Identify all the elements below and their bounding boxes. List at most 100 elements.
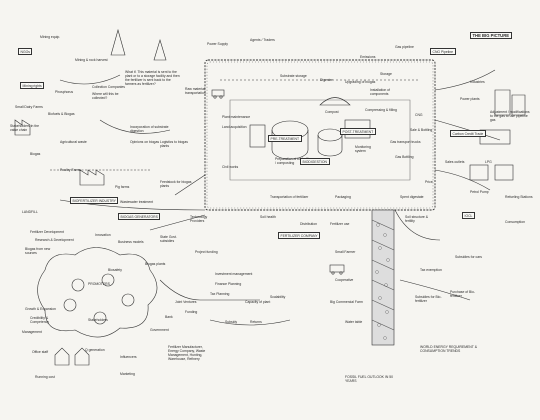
ministries-label: Fertilizer Manufacturer, Energy Company,…: [168, 345, 206, 361]
running-cost-label: Running cost: [35, 375, 55, 379]
subsidies-car-label: Subsidies for cars: [455, 255, 482, 259]
compost-label: Compost: [325, 110, 339, 114]
power-plant-label: Power plants: [460, 97, 480, 101]
collection-label: Collection Companies: [92, 85, 125, 89]
big-farmer-label: Big Commercial Farm: [330, 300, 363, 304]
fertilizer-dev-label: Fertilizer Development: [30, 230, 64, 234]
tax-label: Tax Planning: [210, 292, 230, 296]
incorporation-label: Incorporation of substrate digestion: [130, 125, 169, 133]
producers-label: BIOGAS GENERATORS: [118, 213, 161, 220]
gas-bottling-label: Gas Bottling: [395, 155, 414, 159]
spent-digestate-label: Spent digestate: [400, 195, 424, 199]
mining-rights-label: Mining rights: [20, 82, 45, 89]
small-dairy-label: Small Dairy Farms: [15, 105, 43, 109]
finance-label: Finance Planning: [215, 282, 242, 286]
distribution-label: Distribution: [300, 222, 317, 226]
emissions-label: Emissions: [360, 55, 376, 59]
government-label: Government: [150, 328, 169, 332]
returns-label: Returns: [250, 320, 262, 324]
installation-label: Installation of components: [370, 88, 390, 96]
petrol-pump-label: Petrol Pump: [470, 190, 489, 194]
digester-label: Digester: [320, 78, 333, 82]
ioc-label: IOCL: [462, 212, 475, 219]
innovation-label: Innovation: [95, 233, 111, 237]
state-govt-label: State Govt. subsidies: [160, 235, 177, 243]
research-label: Research & Development: [35, 238, 74, 242]
phosphorus-label: Phosphorus: [55, 90, 74, 94]
promoters-cloud: [37, 247, 158, 338]
gas-pipeline-label: Gas pipeline: [395, 45, 414, 49]
growth-label: Growth & Expansion: [25, 307, 56, 311]
influencers-label: Influencers: [120, 355, 137, 359]
world-energy-outlook: WORLD ENERGY REQUIREMENT & CONSUMPTION T…: [420, 345, 477, 353]
wastewater-label: Wastewater treatment: [120, 200, 154, 204]
collection-question: Where will this be collected?: [92, 92, 119, 100]
feedstock-label: Feedstock for biogas plants: [160, 180, 192, 188]
stakeholder-circle-label: Stakeholders: [88, 318, 108, 322]
compressing-label: Compressing & filling: [365, 108, 397, 112]
cooperative-label: Cooperative: [335, 278, 354, 282]
joint-ventures-label: Joint Ventures: [175, 300, 197, 304]
consumption-label: Consumption: [505, 220, 525, 224]
substrate-storage-label: Substrate storage: [280, 74, 307, 78]
landfill-label: LANDFILL: [22, 210, 38, 214]
technology-label: Technology Providers: [190, 215, 208, 223]
gas-transport-label: Gas transport trucks: [390, 140, 421, 144]
fertilizer-company-label: FERTILIZER COMPANY: [278, 232, 321, 239]
carbon-credit-label: Carbon Credit Trade: [450, 130, 486, 137]
fertilizer-use-label: Fertilizer use: [330, 222, 350, 226]
industries-label: Industries: [470, 80, 485, 84]
water-table-label: Water table: [345, 320, 363, 324]
sales-outlet-label: Sales outlets: [445, 160, 465, 164]
land-acquisition-label: Land acquisition: [222, 125, 247, 129]
cng-pipeline-label: CNG Pipeline: [430, 48, 456, 55]
opinions-label: Opinions on biogas: [130, 140, 160, 144]
fossil-fuel-outlook: FOSSIL FUEL OUTLOOK IN 50 YEARS: [345, 375, 393, 383]
logistics-label: Logistics to biogas plants: [160, 140, 188, 148]
storage-label: Storage: [380, 72, 392, 76]
biodigestion-label: BIODIGESTION: [300, 158, 330, 165]
upgrading-label: Upgrading of biogas: [345, 80, 376, 84]
raw-material-label: Raw material transportation: [185, 87, 206, 95]
bank-label: Bank: [165, 315, 173, 319]
office-label: Office staff: [32, 350, 49, 354]
page-title: THE BIG PICTURE: [470, 32, 512, 39]
soil-health-label: Soil health: [260, 215, 276, 219]
industry-label: BIOFERTILIZER INDUSTRY: [70, 197, 119, 204]
civil-works-label: Civil works: [222, 165, 239, 169]
question-note: What if. This material is sent to the pl…: [125, 70, 180, 86]
tax-exemption-label: Tax exemption: [420, 268, 442, 272]
process-loop-boundary: [204, 59, 436, 211]
soil-structure-label: Soil structure & fertility: [405, 215, 428, 223]
biofuel-label: Biofuels & Biogas: [48, 112, 75, 116]
agri-waste-label: Agricultural waste: [60, 140, 87, 144]
transportation-label: Transportation of fertilizer: [270, 195, 309, 199]
subsidies-bio-label: Subsidies for Bio-fertilizer: [415, 295, 442, 303]
refueling-label: Refueling Stations: [505, 195, 533, 199]
power-supply-label: Power Supply: [207, 42, 228, 46]
business-models-label: Business models: [118, 240, 144, 244]
sale-bottling-label: Sale & Bottling: [410, 128, 433, 132]
biogas-label: Biogas: [30, 152, 41, 156]
management-label: Management: [22, 330, 42, 334]
preparation-label: Preparation of biofertilizer / compostin…: [275, 157, 314, 165]
plant-maintenance-label: Plant maintenance: [222, 115, 251, 119]
mining-label: Mining & rock harvest: [75, 58, 108, 62]
monitoring-label: Monitoring system: [355, 145, 371, 153]
subsidy-label: Subsidy: [225, 320, 238, 324]
cng-label: CNG: [415, 113, 423, 117]
biogas-plants-label: Biogas plants: [145, 262, 166, 266]
purchase-label: Purchase of Bio-fertilizer: [450, 290, 476, 298]
funding-label: Funding: [185, 310, 198, 314]
post-treatment-label: POST-TREATMENT: [340, 128, 376, 135]
poultry-label: Poultry Farms: [60, 168, 82, 172]
marketing-label: Marketing: [120, 372, 135, 376]
q-generation-label: Q generation: [85, 348, 105, 352]
stakeholders-label: Stakeholders in the value chain: [10, 124, 40, 132]
agents-label: Agents / Traders: [250, 38, 275, 42]
capacity-label: Capacity of plant: [245, 300, 271, 304]
promoters-label: PROMOTERS: [88, 282, 110, 286]
lpg-label: LPG: [485, 160, 492, 164]
biogas-new-label: Biogas from new sources: [25, 247, 51, 255]
